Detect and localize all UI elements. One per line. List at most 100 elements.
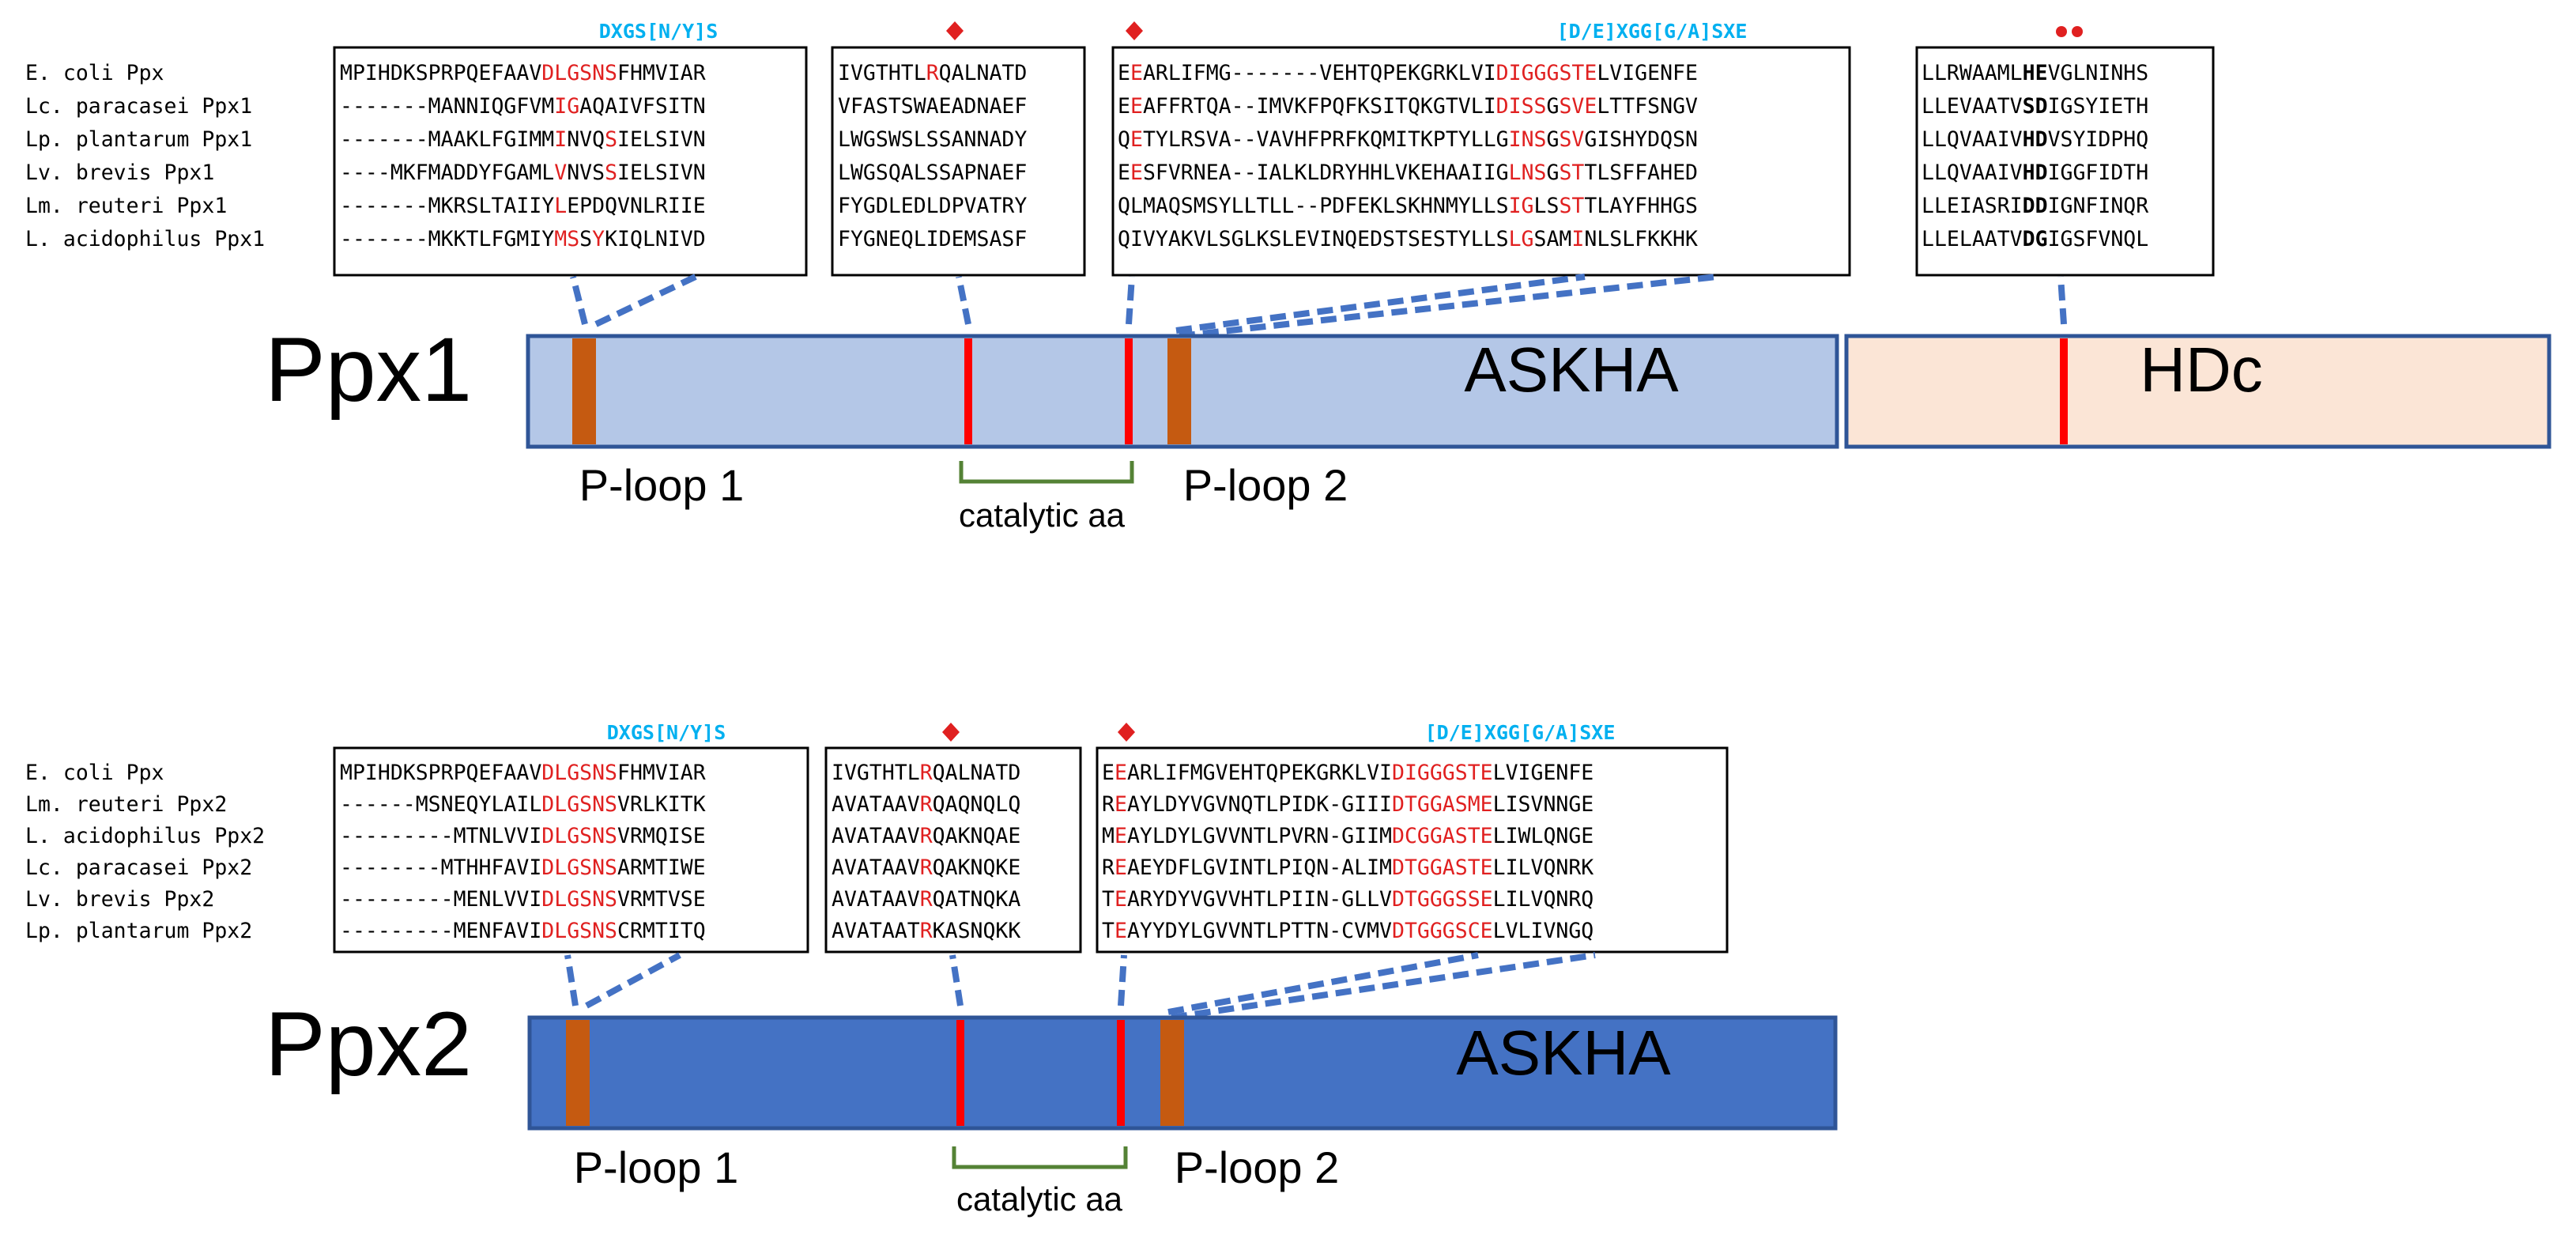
- connector-line: [1167, 952, 1479, 1015]
- connector-line: [1179, 274, 1718, 339]
- conserved-residue: MS: [554, 227, 579, 251]
- motif-label: DXGS[N/Y]S: [599, 20, 718, 43]
- sequence-segment: IELSIVN: [617, 127, 706, 152]
- conserved-residue: DTGGGSSE: [1392, 887, 1493, 912]
- sequence-segment: QAKNQKE: [933, 855, 1021, 880]
- sequence-segment: ---------MTNLVVI: [340, 824, 541, 848]
- sequence-segment: LWGSQALSSAPNAEF: [838, 160, 1027, 185]
- conserved-residue: IG: [1509, 194, 1534, 218]
- sequence-segment: NLSLFKKHK: [1584, 227, 1698, 251]
- sequence-segment: LLELAATV: [1922, 227, 2023, 251]
- sequence-segment: TYLRSVA--VAVHFPRFKQMITKPTYLLG: [1143, 127, 1509, 152]
- sequence-segment: AVATAAV: [832, 792, 920, 817]
- conserved-residue: INS: [1509, 127, 1547, 152]
- alignment-row: TEARYDYVGVVHTLPIIN-GLLVDTGGGSSELILVQNRQ: [1102, 887, 1593, 912]
- species-label: Lm. reuteri Ppx1: [25, 194, 227, 218]
- conserved-residue: ST: [1559, 160, 1584, 185]
- sequence-segment: FHMVIAR: [617, 761, 706, 785]
- sequence-segment: VRMTVSE: [617, 887, 706, 912]
- alignment-box: [1111, 46, 1851, 277]
- species-label: E. coli Ppx: [25, 61, 164, 85]
- sequence-segment: AVATAAV: [832, 887, 920, 912]
- sequence-segment: FHMVIAR: [617, 61, 706, 85]
- alignment-row: LLEVAATVSDIGSYIETH: [1922, 94, 2148, 119]
- alignment-row: --------MTHHFAVIDLGSNSARMTIWE: [340, 855, 706, 880]
- sequence-segment: T: [1102, 887, 1115, 912]
- alignment-row: QETYLRSVA--VAVHFPRFKQMITKPTYLLGINSGSVGIS…: [1118, 127, 1698, 152]
- sequence-segment: G: [1547, 94, 1560, 119]
- alignment-row: -------MKRSLTAIIYLEPDQVNLRIIE: [340, 194, 706, 218]
- sequence-segment: LLEIASRI: [1922, 194, 2023, 218]
- sequence-segment: QALNATD: [933, 761, 1021, 785]
- conserved-residue: R: [920, 855, 933, 880]
- alignment-row: LLQVAAIVHDIGGFIDTH: [1922, 160, 2148, 185]
- active-site-residue: SD: [2023, 94, 2048, 119]
- p-loop-1-label: P-loop 1: [579, 460, 745, 510]
- sequence-segment: QIVYAKVLSGLKSLEVINQEDSTSESTYLLS: [1118, 227, 1509, 251]
- sequence-segment: LTTFSNGV: [1597, 94, 1698, 119]
- sequence-segment: VSYIDPHQ: [2048, 127, 2149, 152]
- species-label: Lp. plantarum Ppx1: [25, 127, 252, 152]
- conserved-residue: E: [1115, 887, 1127, 912]
- alignment-row: -------MKKTLFGMIYMSSYKIQLNIVD: [340, 227, 706, 251]
- species-label: Lv. brevis Ppx1: [25, 160, 214, 185]
- sequence-segment: S: [579, 227, 592, 251]
- conserved-residue: DISS: [1496, 94, 1547, 119]
- conserved-residue: E: [1130, 61, 1143, 85]
- alignment-row: EESFVRNEA--IALKLDRYHHLVKEHAAIIGLNSGSTTLS…: [1118, 160, 1698, 185]
- sequence-segment: IGGFIDTH: [2048, 160, 2149, 185]
- conserved-residue: E: [1115, 792, 1127, 817]
- conserved-residue: LNS: [1509, 160, 1547, 185]
- conserved-residue: DTGGASME: [1392, 792, 1493, 817]
- alignment-row: QLMAQSMSYLLTLL--PDFEKLSKHNMYLLSIGLSSTTLA…: [1118, 194, 1698, 218]
- alignment-row: FYGNEQLIDEMSASF: [838, 227, 1027, 251]
- sequence-segment: -------MKRSLTAIIY: [340, 194, 554, 218]
- sequence-segment: QAQNQLQ: [933, 792, 1021, 817]
- conserved-residue: R: [920, 824, 933, 848]
- conserved-residue: E: [1115, 824, 1127, 848]
- sequence-segment: IELSIVN: [617, 160, 706, 185]
- sequence-segment: ---------MENFAVI: [340, 919, 541, 943]
- sequence-segment: AYYDYLGVVNTLPTTN-CVMV: [1127, 919, 1392, 943]
- conserved-residue: R: [920, 761, 933, 785]
- alignment-box: [333, 746, 809, 954]
- sequence-segment: LLRWAAML: [1922, 61, 2023, 85]
- alignment-row: AVATAATRKASNQKK: [832, 919, 1020, 943]
- connector-line: [956, 276, 971, 325]
- alignment-box: [1096, 746, 1729, 954]
- red-dot-icon: [2056, 26, 2067, 37]
- sequence-segment: ARMTIWE: [617, 855, 706, 880]
- red-diamond-icon: [1126, 21, 1143, 40]
- species-label: L. acidophilus Ppx1: [25, 227, 265, 251]
- conserved-residue: S: [605, 160, 617, 185]
- sequence-segment: AYLDYLGVVNTLPVRN-GIIM: [1127, 824, 1392, 848]
- catalytic-label: catalytic aa: [959, 497, 1126, 534]
- alignment-row: REAYLDYVGVNQTLPIDK-GIIIDTGGASMELISVNNGE: [1102, 792, 1593, 817]
- alignment-row: ---------MENLVVIDLGSNSVRMTVSE: [340, 887, 706, 912]
- connector-line: [570, 276, 588, 325]
- sequence-segment: ----MKFMADDYFGAML: [340, 160, 554, 185]
- sequence-segment: CRMTITQ: [617, 919, 706, 943]
- sequence-segment: MPIHDKSPRPQEFAAV: [340, 61, 541, 85]
- sequence-segment: MPIHDKSPRPQEFAAV: [340, 761, 541, 785]
- alignment-row: AVATAAVRQATNQKA: [832, 887, 1020, 912]
- sequence-segment: G: [1547, 160, 1560, 185]
- species-label: Lm. reuteri Ppx2: [25, 792, 227, 817]
- catalytic-bracket: [952, 1146, 1128, 1169]
- connector-line: [594, 274, 697, 327]
- species-label: L. acidophilus Ppx2: [25, 824, 265, 848]
- p-loop-marker: [1167, 338, 1191, 444]
- domain-label: ASKHA: [1456, 1018, 1671, 1088]
- conserved-residue: DTGGASTE: [1392, 855, 1493, 880]
- species-label: E. coli Ppx: [25, 761, 164, 785]
- sequence-segment: LISVNNGE: [1493, 792, 1594, 817]
- alignment-row: -------MAAKLFGIMMINVQSIELSIVN: [340, 127, 706, 152]
- alignment-row: QIVYAKVLSGLKSLEVINQEDSTSESTYLLSLGSAMINLS…: [1118, 227, 1698, 251]
- species-label: Lv. brevis Ppx2: [25, 887, 214, 912]
- connector-line: [1126, 276, 1135, 325]
- sequence-segment: IGSYIETH: [2048, 94, 2149, 119]
- red-diamond-icon: [942, 723, 960, 742]
- sequence-segment: LLQVAAIV: [1922, 127, 2023, 152]
- sequence-segment: QLMAQSMSYLLTLL--PDFEKLSKHNMYLLS: [1118, 194, 1509, 218]
- domain-label: ASKHA: [1464, 334, 1679, 405]
